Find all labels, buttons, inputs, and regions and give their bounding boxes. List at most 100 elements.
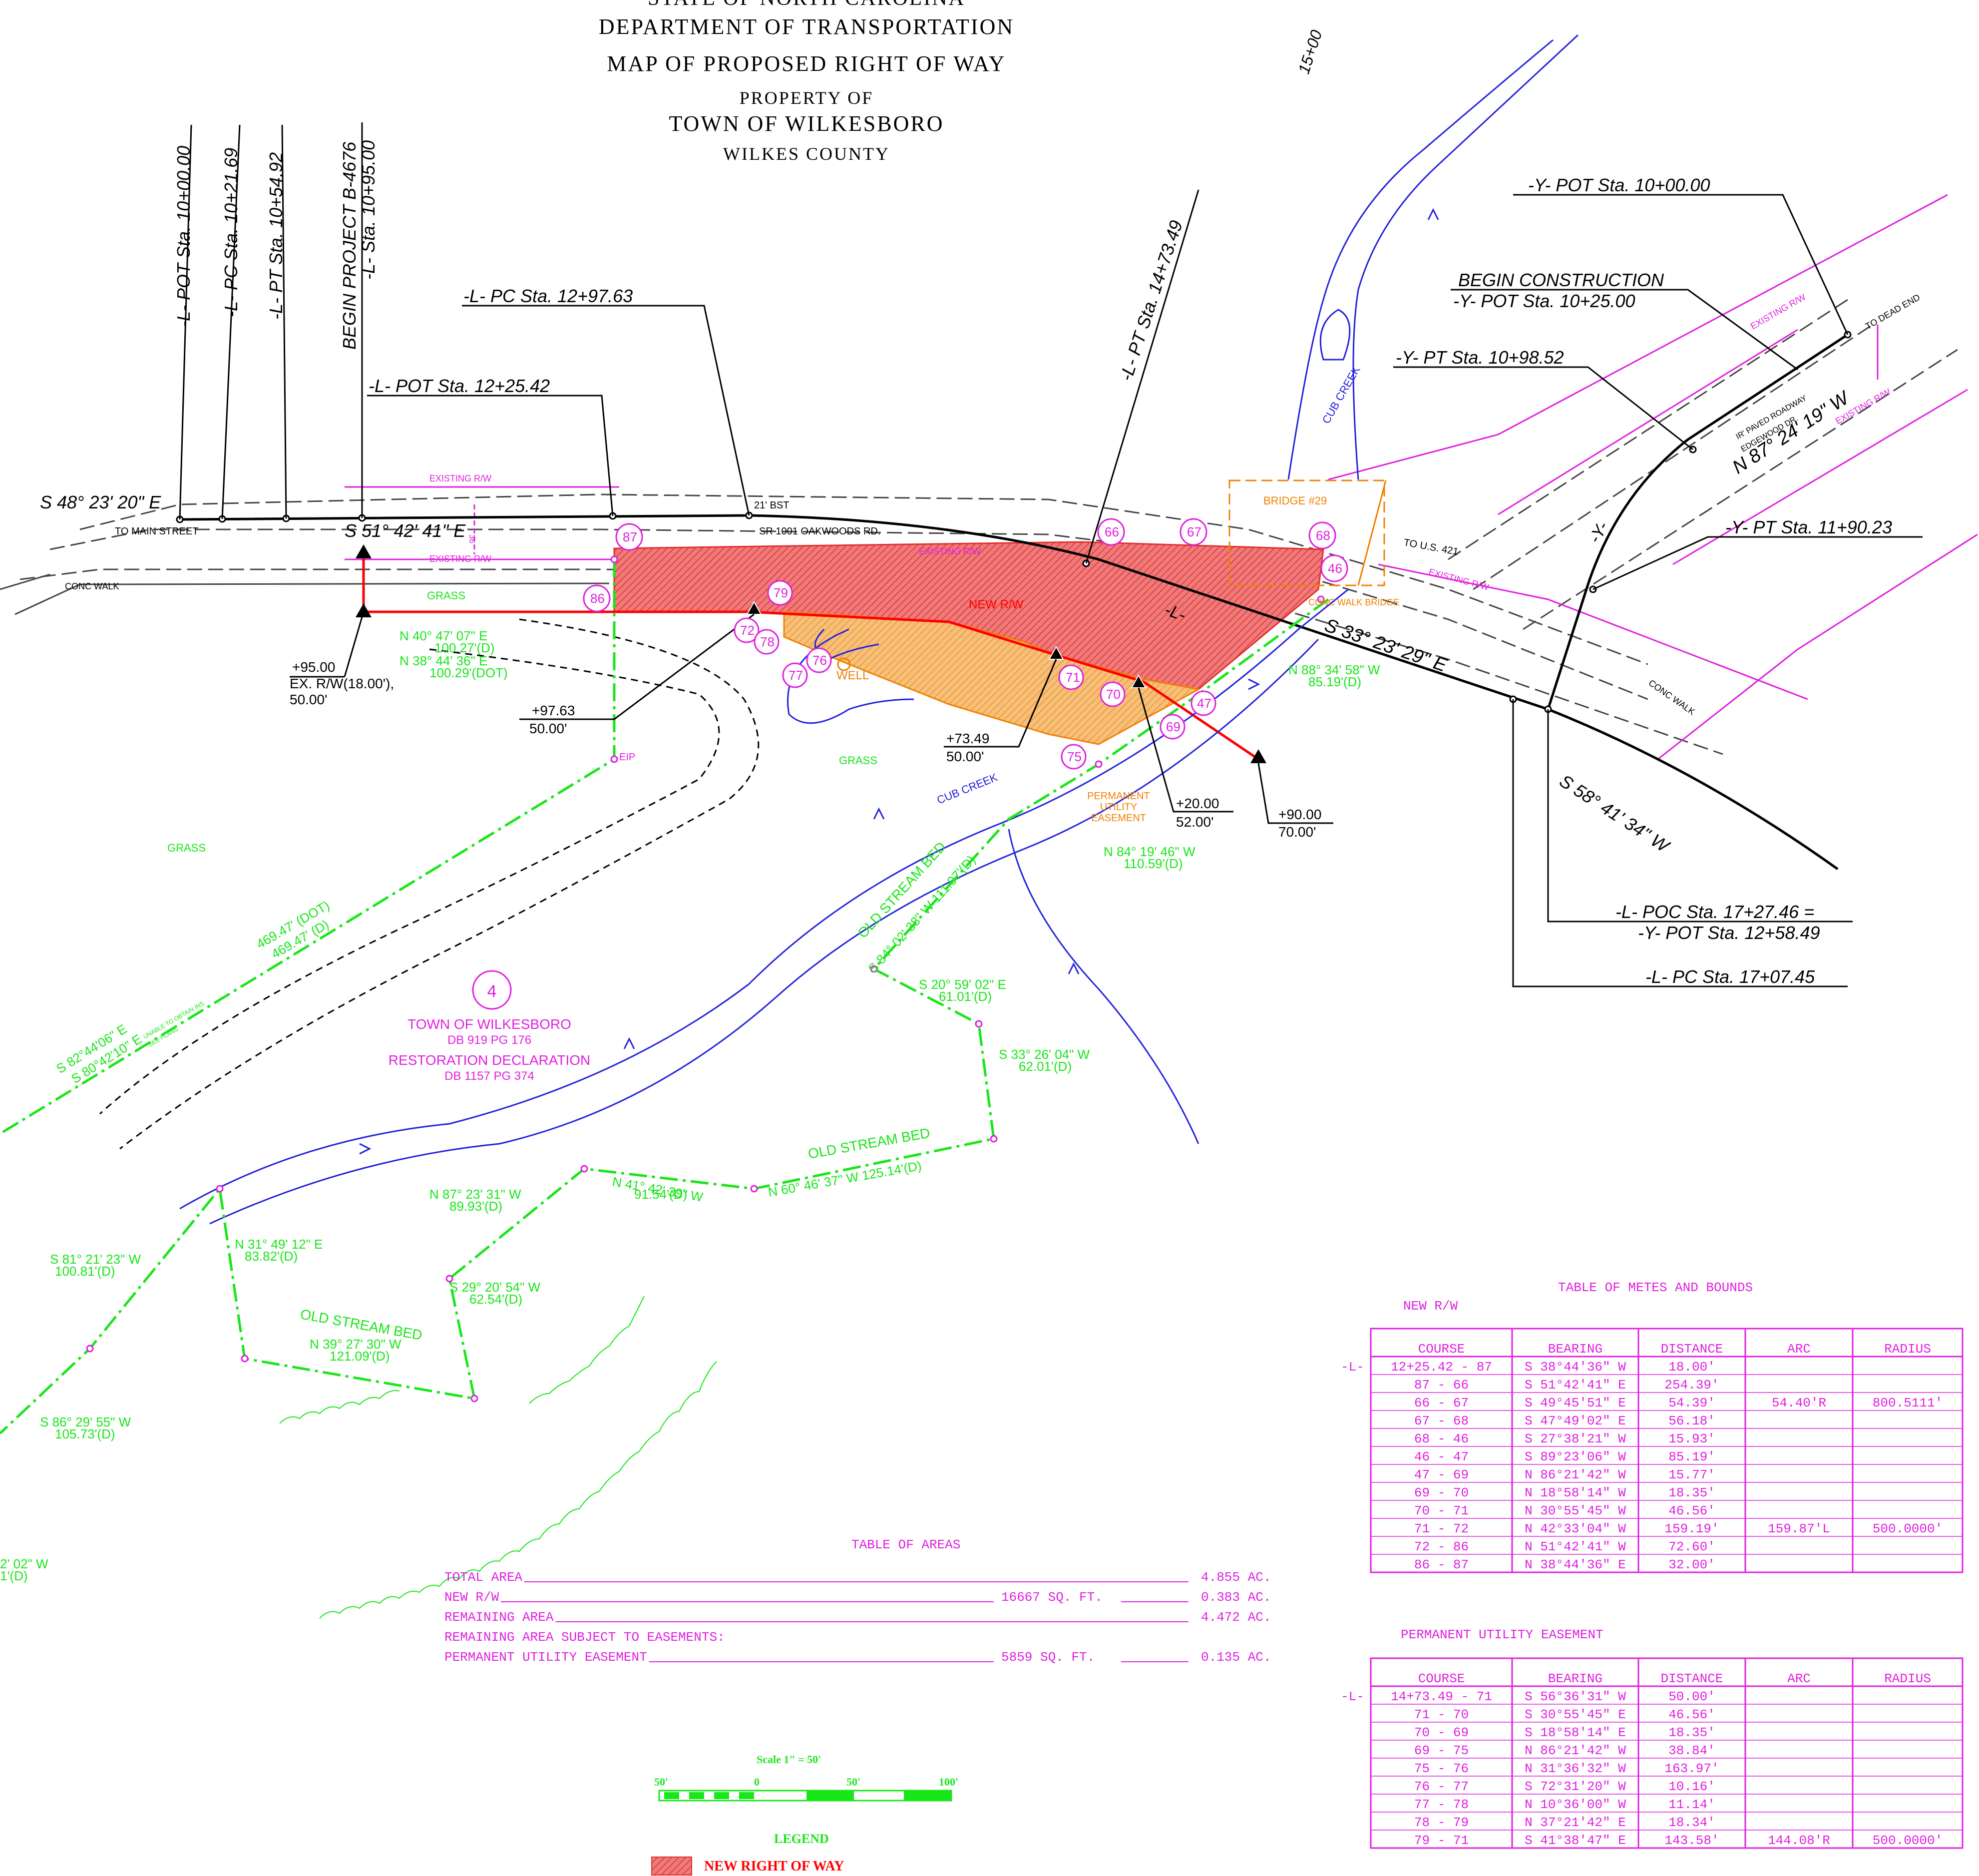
existing-rw-label-5: EXISTING R/W [1749,292,1807,331]
metes-cell: 69 - 70 [1414,1485,1469,1500]
point-79: 79 [774,585,788,600]
parcel-decl: RESTORATION DECLARATION [389,1052,591,1068]
metes-header: ARC [1787,1342,1811,1357]
metes-header: BEARING [1548,1342,1602,1357]
call-24: S 81° 21' 23" W [50,1252,141,1267]
point-46: 46 [1328,561,1342,576]
new-rw-label: NEW R/W [969,598,1024,611]
areas-title: TABLE OF AREAS [851,1537,960,1552]
existing-rw-lines [345,194,1978,760]
l-pt-1473: -L- PT Sta. 14+73.49 [1116,218,1187,383]
metes-cell: N 86°21'42" W [1525,1467,1626,1482]
metes-cell: 86 - 87 [1414,1557,1469,1572]
tree-line [279,1296,717,1619]
bearing-s51: S 51° 42' 41" E [345,520,466,541]
offset-90: +90.00 [1278,807,1321,822]
existing-rw-label-1: EXISTING R/W [429,473,491,483]
call-25: 100.81'(D) [55,1264,115,1279]
metes-cell: 800.5111' [1873,1396,1943,1410]
easement-cell: 18.34' [1668,1815,1715,1830]
metes-cell: N 18°58'14" W [1525,1485,1626,1500]
conc-walk-label-2: CONC WALK [1647,678,1697,717]
metes-cell: 254.39' [1664,1378,1719,1393]
existing-rw-label-2: EXISTING R/W [429,554,491,564]
easement-cell: 71 - 70 [1414,1707,1469,1722]
call-10: 61.01'(D) [939,989,992,1004]
legend-item: NEW RIGHT OF WAY [704,1859,844,1874]
easement-cell: 144.08'R [1768,1833,1830,1848]
call-6: N 84° 19' 46" W [1104,844,1195,859]
parcel-number: 4 [487,982,497,1001]
call-32: 2' 02" W [0,1556,48,1571]
metes-cell: N 42°33'04" W [1525,1521,1626,1536]
call-31: 105.73'(D) [55,1426,115,1441]
metes-cell: 72 - 86 [1414,1539,1469,1554]
easement-cell: 50.00' [1668,1689,1715,1704]
call-9: S 20° 59' 02" E [919,977,1006,992]
metes-cell: 70 - 71 [1414,1503,1469,1518]
easement-cell: N 86°21'42" W [1525,1743,1626,1758]
metes-cell: 56.18' [1668,1413,1715,1428]
metes-cell: 32.00' [1668,1557,1715,1572]
l-pt-1054: -L- PT Sta. 10+54.92 [266,152,286,320]
point-78: 78 [760,634,775,649]
metes-cell: 66 - 67 [1414,1396,1469,1410]
scale-bar: Scale 1" = 50' 50' 0 50' 100' [654,1753,958,1802]
offset-95: +95.00 [292,659,335,675]
bridge-29-label: BRIDGE #29 [1263,494,1327,507]
areas-row-label: NEW R/W [444,1590,499,1605]
easement-cell: N 31°36'32" W [1525,1761,1626,1776]
call-27: 62.54'(D) [469,1292,522,1307]
to-us421: TO U.S. 421 [1403,537,1459,557]
metes-cell: N 38°44'36" E [1525,1557,1626,1572]
easement-cell: N 10°36'00" W [1525,1797,1626,1812]
easement-cell: 77 - 78 [1414,1797,1469,1812]
point-86: 86 [590,591,605,606]
eip-label: EIP [619,752,635,763]
metes-cell: 500.0000' [1873,1521,1943,1536]
scale-t4: 100' [939,1776,958,1788]
utility-easement-area [783,611,1201,745]
cub-creek [179,34,1579,1225]
call-2: N 38° 44' 36" E [399,653,487,668]
l-poc-1727: -L- POC Sta. 17+27.46 = [1615,902,1814,922]
y-pt-1098: -Y- PT Sta. 10+98.52 [1396,347,1564,368]
rw-monuments [356,544,1266,763]
grass-2: GRASS [839,754,877,767]
offset-7349b: 50.00' [946,749,984,764]
call-23: 83.82'(D) [245,1249,298,1264]
flow-arrows [359,208,1439,1155]
metes-cell: N 51°42'41" W [1525,1539,1626,1554]
easement-cell: S 72°31'20" W [1525,1779,1626,1794]
grass-1: GRASS [427,589,465,602]
easement-cell: S 41°38'47" E [1525,1833,1626,1848]
easement-cell: S 30°55'45" E [1525,1707,1626,1722]
parcel-label: 4 TOWN OF WILKESBORO DB 919 PG 176 RESTO… [389,970,591,1083]
l-pot-1225: -L- POT Sta. 12+25.42 [369,376,550,396]
sr1001-label: SR 1001 OAKWOODS RD. [759,526,880,537]
bearing-s58: S 58° 41' 34" W [1556,770,1674,857]
easement-cell: 79 - 71 [1414,1833,1469,1848]
point-71: 71 [1066,670,1080,685]
point-67: 67 [1187,524,1201,539]
call-21: N 60° 46' 37" W 125.14'(D) [767,1158,923,1200]
areas-row-sqft: 16667 SQ. FT. [1001,1590,1103,1605]
point-75: 75 [1067,749,1082,764]
easement-cell: 10.16' [1668,1779,1715,1794]
l-pc-1021: -L- PC Sta. 10+21.69 [221,148,241,317]
areas-row-label: TOTAL AREA [444,1570,522,1585]
easement-cell: 76 - 77 [1414,1779,1469,1794]
easement-title: PERMANENT UTILITY EASEMENT [1401,1627,1603,1642]
call-20: 91.54'(D) [634,1187,687,1202]
offset-20: +20.00 [1176,796,1219,811]
cub-creek-label: CUB CREEK [935,771,1000,806]
metes-cell: 68 - 46 [1414,1431,1469,1446]
title-block: STATE OF NORTH CAROLINA DEPARTMENT OF TR… [599,0,1013,164]
metes-title: TABLE OF METES AND BOUNDS [1558,1280,1753,1295]
easement-cell: S 56°36'31" W [1525,1689,1626,1704]
point-77: 77 [789,668,803,683]
to-main-street: TO MAIN STREET [115,526,198,537]
areas-row-sqft: 5859 SQ. FT. [1001,1650,1095,1665]
